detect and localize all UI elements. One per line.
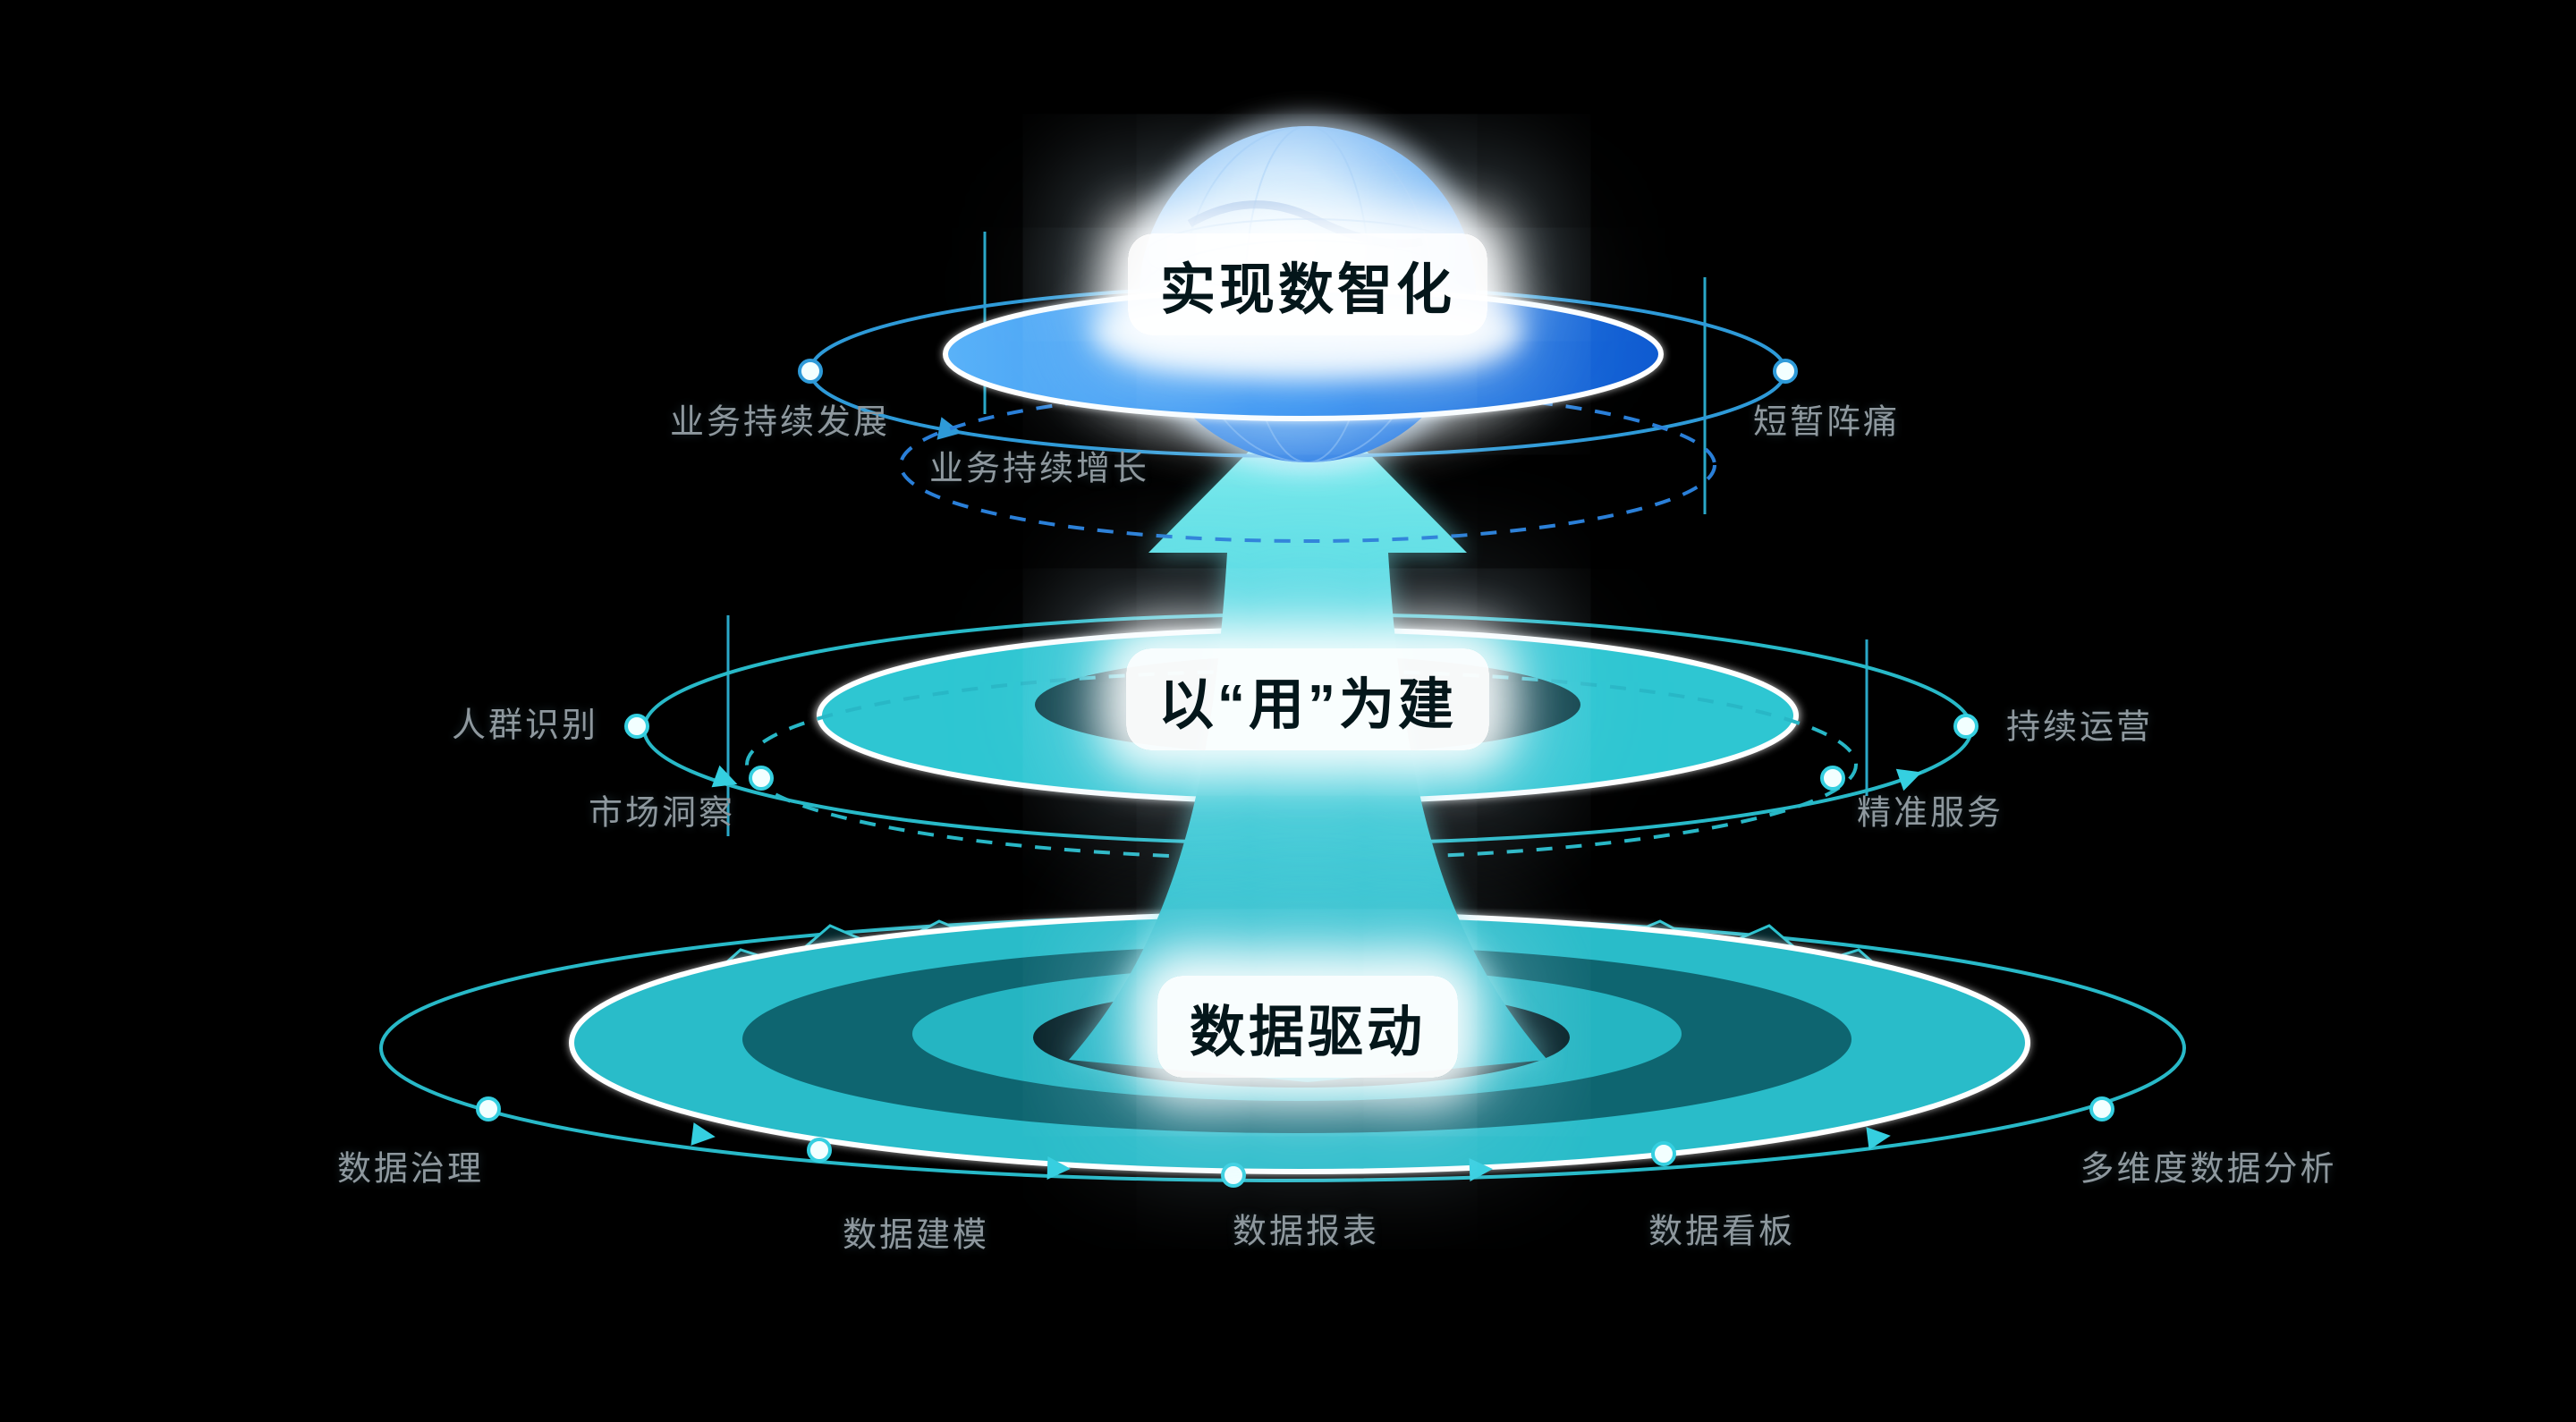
label-data-dashboard: 数据看板	[1648, 1213, 1796, 1251]
label-continuous-operation: 持续运营	[2005, 708, 2154, 747]
label-short-term-pain: 短暂阵痛	[1752, 403, 1901, 442]
top-ring-nodes	[798, 359, 1798, 384]
middle-ring-nodes	[624, 714, 1979, 791]
label-multidimensional-analysis: 多维度数据分析	[2080, 1150, 2337, 1189]
label-market-insight: 市场洞察	[588, 794, 736, 833]
label-business-sustained-growth: 业务持续增长	[928, 450, 1150, 488]
label-data-governance: 数据治理	[336, 1150, 485, 1189]
label-audience-identification: 人群识别	[451, 707, 599, 745]
label-data-modeling: 数据建模	[842, 1216, 990, 1255]
label-business-sustained-development: 业务持续发展	[669, 403, 891, 442]
label-precision-service: 精准服务	[1856, 794, 2004, 833]
top-level-title: 实现数智化	[1127, 233, 1488, 335]
middle-level-title: 以“用”为建	[1125, 648, 1490, 750]
bottom-level-title: 数据驱动	[1157, 976, 1459, 1078]
label-data-report: 数据报表	[1232, 1213, 1380, 1251]
bottom-ring-nodes	[476, 1096, 2114, 1188]
